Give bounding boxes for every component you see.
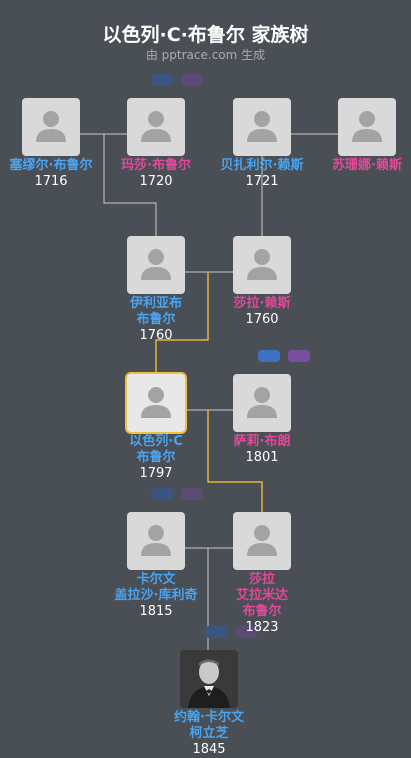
person-year: 1801 <box>245 450 279 465</box>
focus-line-1 <box>155 272 209 372</box>
avatar <box>127 98 185 156</box>
name-line: 盖拉沙·库利奇 <box>114 588 198 603</box>
person-placeholder-icon <box>36 111 66 142</box>
tag-icon[interactable] <box>151 74 173 86</box>
person-name: 塞缪尔·布鲁尔 <box>9 158 93 173</box>
person-year: 1845 <box>192 742 226 757</box>
person-placeholder-icon <box>247 249 277 280</box>
person-card[interactable]: 莎拉·赖斯 1760 <box>210 236 314 327</box>
person-placeholder-icon <box>141 249 171 280</box>
person-card[interactable]: 萨莉·布朗 1801 <box>210 374 314 465</box>
person-name: 莎拉·赖斯 <box>233 296 291 311</box>
avatar <box>233 236 291 294</box>
person-card[interactable]: 伊利亚布 布鲁尔 1760 <box>104 236 208 343</box>
person-year: 1721 <box>245 174 279 189</box>
tag-icon[interactable] <box>181 74 203 86</box>
avatar <box>233 374 291 432</box>
name-line: 柯立芝 <box>189 726 229 741</box>
name-line: 莎拉 <box>248 572 275 587</box>
avatar <box>338 98 396 156</box>
child-line-1 <box>103 134 157 236</box>
person-name: 贝扎利尔·赖斯 <box>220 158 304 173</box>
person-year: 1760 <box>139 328 173 343</box>
person-placeholder-icon <box>141 525 171 556</box>
tag-icon[interactable] <box>151 488 173 500</box>
page-title: 以色列·C·布鲁尔 家族树 <box>102 24 309 46</box>
name-line: 卡尔文 <box>136 572 176 587</box>
person-placeholder-icon <box>247 111 277 142</box>
avatar <box>127 512 185 570</box>
tag-icon[interactable] <box>181 488 203 500</box>
person-card[interactable]: 约翰·卡尔文 柯立芝 1845 <box>157 650 261 757</box>
person-name: 玛莎·布鲁尔 <box>121 158 191 173</box>
person-name: 莎拉 艾拉米达 布鲁尔 <box>210 572 314 620</box>
person-name: 约翰·卡尔文 柯立芝 <box>157 710 261 742</box>
focus-line-2 <box>207 410 263 512</box>
person-year: 1760 <box>245 312 279 327</box>
name-line: 以色列·C <box>129 434 183 449</box>
person-placeholder-icon <box>247 387 277 418</box>
avatar <box>233 98 291 156</box>
person-card-focus[interactable]: 以色列·C 布鲁尔 1797 <box>104 374 208 481</box>
person-card[interactable]: 卡尔文 盖拉沙·库利奇 1815 <box>104 512 208 619</box>
tag-icon[interactable] <box>235 626 257 638</box>
person-year: 1797 <box>139 466 173 481</box>
person-name: 苏珊娜·赖斯 <box>332 158 402 173</box>
person-year: 1716 <box>34 174 68 189</box>
name-line: 约翰·卡尔文 <box>174 710 244 725</box>
name-line: 伊利亚布 <box>129 296 182 311</box>
person-placeholder-icon <box>247 525 277 556</box>
name-line: 布鲁尔 <box>136 450 176 465</box>
tag-icon[interactable] <box>205 626 227 638</box>
person-name: 以色列·C 布鲁尔 <box>104 434 208 466</box>
avatar <box>127 374 185 432</box>
name-line: 艾拉米达 <box>235 588 288 603</box>
portrait-photo-icon <box>180 650 238 708</box>
person-card[interactable]: 玛莎·布鲁尔 1720 <box>104 98 208 189</box>
person-name: 卡尔文 盖拉沙·库利奇 <box>104 572 208 604</box>
person-placeholder-icon <box>141 387 171 418</box>
name-line: 布鲁尔 <box>242 604 282 619</box>
avatar <box>233 512 291 570</box>
person-placeholder-icon <box>141 111 171 142</box>
person-placeholder-icon <box>352 111 382 142</box>
person-card[interactable]: 莎拉 艾拉米达 布鲁尔 1823 <box>210 512 314 635</box>
page-subtitle: 由 pptrace.com 生成 <box>145 48 266 62</box>
person-card[interactable]: 塞缪尔·布鲁尔 1716 <box>0 98 103 189</box>
tag-icon[interactable] <box>288 350 310 362</box>
person-year: 1823 <box>245 620 279 635</box>
avatar-photo <box>180 650 238 708</box>
person-year: 1815 <box>139 604 173 619</box>
person-card[interactable]: 贝扎利尔·赖斯 1721 <box>210 98 314 189</box>
tag-icon[interactable] <box>258 350 280 362</box>
person-card[interactable]: 苏珊娜·赖斯 <box>315 98 411 174</box>
avatar <box>22 98 80 156</box>
person-name: 伊利亚布 布鲁尔 <box>104 296 208 328</box>
name-line: 布鲁尔 <box>136 312 176 327</box>
person-year: 1720 <box>139 174 173 189</box>
person-name: 萨莉·布朗 <box>233 434 291 449</box>
avatar <box>127 236 185 294</box>
